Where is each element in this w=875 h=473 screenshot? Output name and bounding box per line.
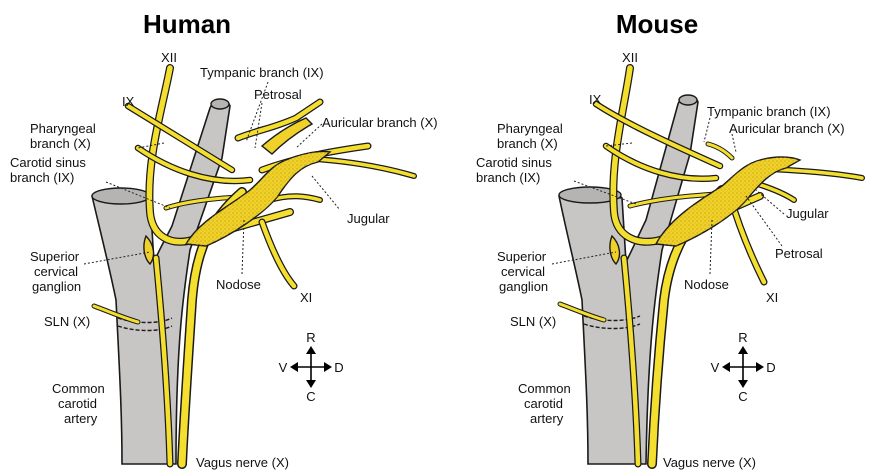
mouse-compass-r: R [738,330,747,345]
mouse-compass-c: C [738,389,747,404]
mouse-label-common-3: artery [530,411,564,426]
human-label-superior-3: ganglion [32,279,81,294]
mouse-label-carotid-sinus-2: branch (IX) [476,170,540,185]
mouse-label-xii: XII [622,50,638,65]
human-label-pharyngeal-2: branch (X) [30,136,91,151]
human-label-superior-1: Superior [30,249,80,264]
human-label-auricular: Auricular branch (X) [322,115,438,130]
mouse-compass-d: D [766,360,775,375]
human-title: Human [143,9,231,39]
human-label-pharyngeal-1: Pharyngeal [30,121,96,136]
mouse-label-superior-2: cervical [501,264,545,279]
human-panel: Human [10,9,438,470]
mouse-label-vagus: Vagus nerve (X) [663,455,756,470]
human-label-petrosal: Petrosal [254,87,302,102]
human-compass: R V D C [279,330,344,404]
human-label-common-2: carotid [58,396,97,411]
human-compass-r: R [306,330,315,345]
mouse-compass: R V D C [711,330,776,404]
human-compass-d: D [334,360,343,375]
mouse-label-petrosal: Petrosal [775,246,823,261]
human-compass-c: C [306,389,315,404]
human-label-carotid-sinus-2: branch (IX) [10,170,74,185]
human-label-xi: XI [300,290,312,305]
mouse-label-sln: SLN (X) [510,314,556,329]
mouse-label-nodose: Nodose [684,277,729,292]
human-compass-v: V [279,360,288,375]
human-label-superior-2: cervical [34,264,78,279]
mouse-label-superior-1: Superior [497,249,547,264]
mouse-label-tympanic: Tympanic branch (IX) [707,104,831,119]
mouse-label-carotid-sinus-1: Carotid sinus [476,155,552,170]
mouse-label-pharyngeal-1: Pharyngeal [497,121,563,136]
mouse-compass-v: V [711,360,720,375]
human-label-tympanic: Tympanic branch (IX) [200,65,324,80]
human-label-sln: SLN (X) [44,314,90,329]
mouse-title: Mouse [616,9,698,39]
human-label-vagus: Vagus nerve (X) [196,455,289,470]
human-label-common-3: artery [64,411,98,426]
mouse-label-jugular: Jugular [786,206,829,221]
human-label-ix: IX [122,94,135,109]
mouse-label-auricular: Auricular branch (X) [729,121,845,136]
mouse-label-xi: XI [766,290,778,305]
mouse-label-superior-3: ganglion [499,279,548,294]
mouse-panel: Mouse [476,9,862,470]
mouse-label-pharyngeal-2: branch (X) [497,136,558,151]
human-label-common-1: Common [52,381,105,396]
human-label-nodose: Nodose [216,277,261,292]
human-label-carotid-sinus-1: Carotid sinus [10,155,86,170]
mouse-label-common-2: carotid [524,396,563,411]
human-label-xii: XII [161,50,177,65]
human-label-jugular: Jugular [347,211,390,226]
mouse-label-common-1: Common [518,381,571,396]
mouse-label-ix: IX [589,92,602,107]
